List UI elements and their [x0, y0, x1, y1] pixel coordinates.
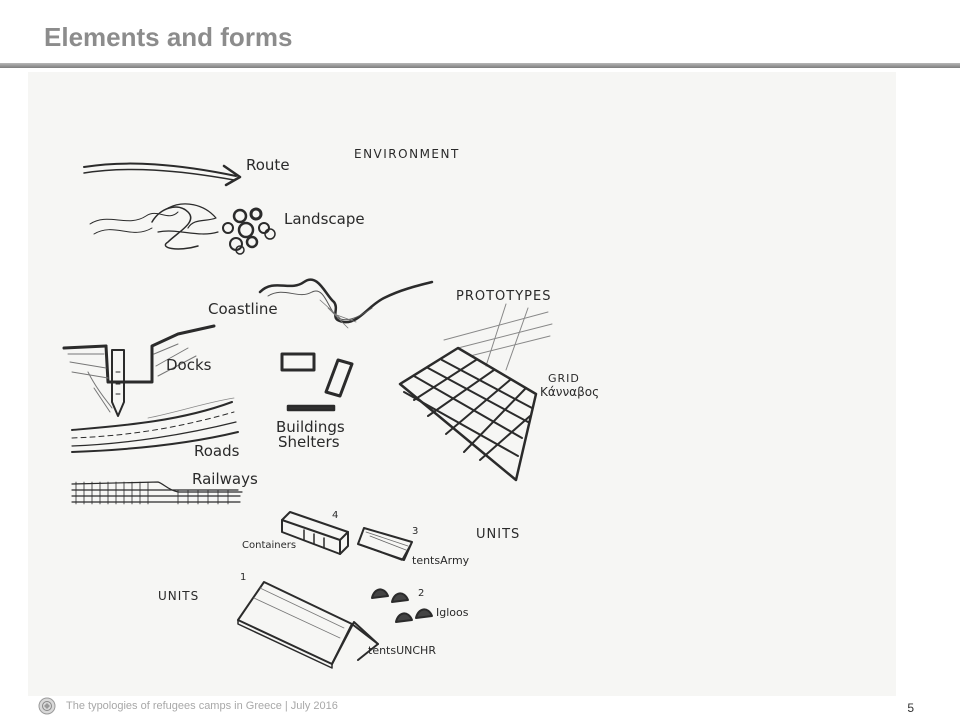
railways-drawing [71, 481, 243, 505]
grid-prototype-drawing [398, 303, 553, 482]
label-num-3: 3 [412, 526, 418, 537]
tents-army-drawing [357, 527, 413, 561]
label-containers: Containers [242, 540, 296, 551]
label-prototypes: PROTOTYPES [456, 289, 551, 304]
docks-drawing [62, 324, 216, 417]
coastline-drawing [258, 278, 434, 329]
label-railways: Railways [192, 470, 258, 488]
label-environment: ENVIRONMENT [354, 147, 460, 161]
label-num-4: 4 [332, 510, 338, 521]
label-buildings: Buildings [276, 418, 345, 436]
label-kavvavos: Κάνναβος [540, 385, 599, 399]
label-igloos: Igloos [436, 606, 469, 619]
label-coastline: Coastline [208, 300, 278, 318]
label-landscape: Landscape [284, 210, 365, 228]
containers-drawing [281, 511, 349, 555]
label-num-2: 2 [418, 588, 424, 599]
landscape-drawing [89, 203, 276, 255]
route-arrow-drawing [83, 162, 242, 187]
label-grid: GRID [548, 372, 580, 385]
label-docks: Docks [166, 356, 212, 374]
label-tents-army: tentsArmy [412, 554, 470, 567]
sketch-drawing: Route ENVIRONMENT Landscape Coastline PR… [62, 147, 599, 669]
page-title: Elements and forms [44, 22, 293, 52]
university-seal-icon [38, 697, 56, 715]
label-units-right: UNITS [476, 527, 520, 542]
label-tents-unhcr: tentsUNCHR [368, 644, 436, 657]
label-shelters: Shelters [278, 433, 340, 451]
igloos-drawing [371, 588, 433, 623]
label-roads: Roads [194, 442, 240, 460]
label-units-left: UNITS [158, 589, 199, 603]
label-route: Route [246, 156, 290, 174]
footer-text: The typologies of refugees camps in Gree… [66, 700, 338, 712]
roads-drawing [71, 397, 239, 453]
title-divider [0, 63, 960, 68]
hand-drawn-sketch: Route ENVIRONMENT Landscape Coastline PR… [28, 72, 896, 696]
tents-unhcr-drawing [237, 581, 379, 669]
buildings-shelters-drawing [280, 352, 354, 412]
label-num-1: 1 [240, 572, 246, 583]
page-number: 5 [907, 701, 914, 715]
